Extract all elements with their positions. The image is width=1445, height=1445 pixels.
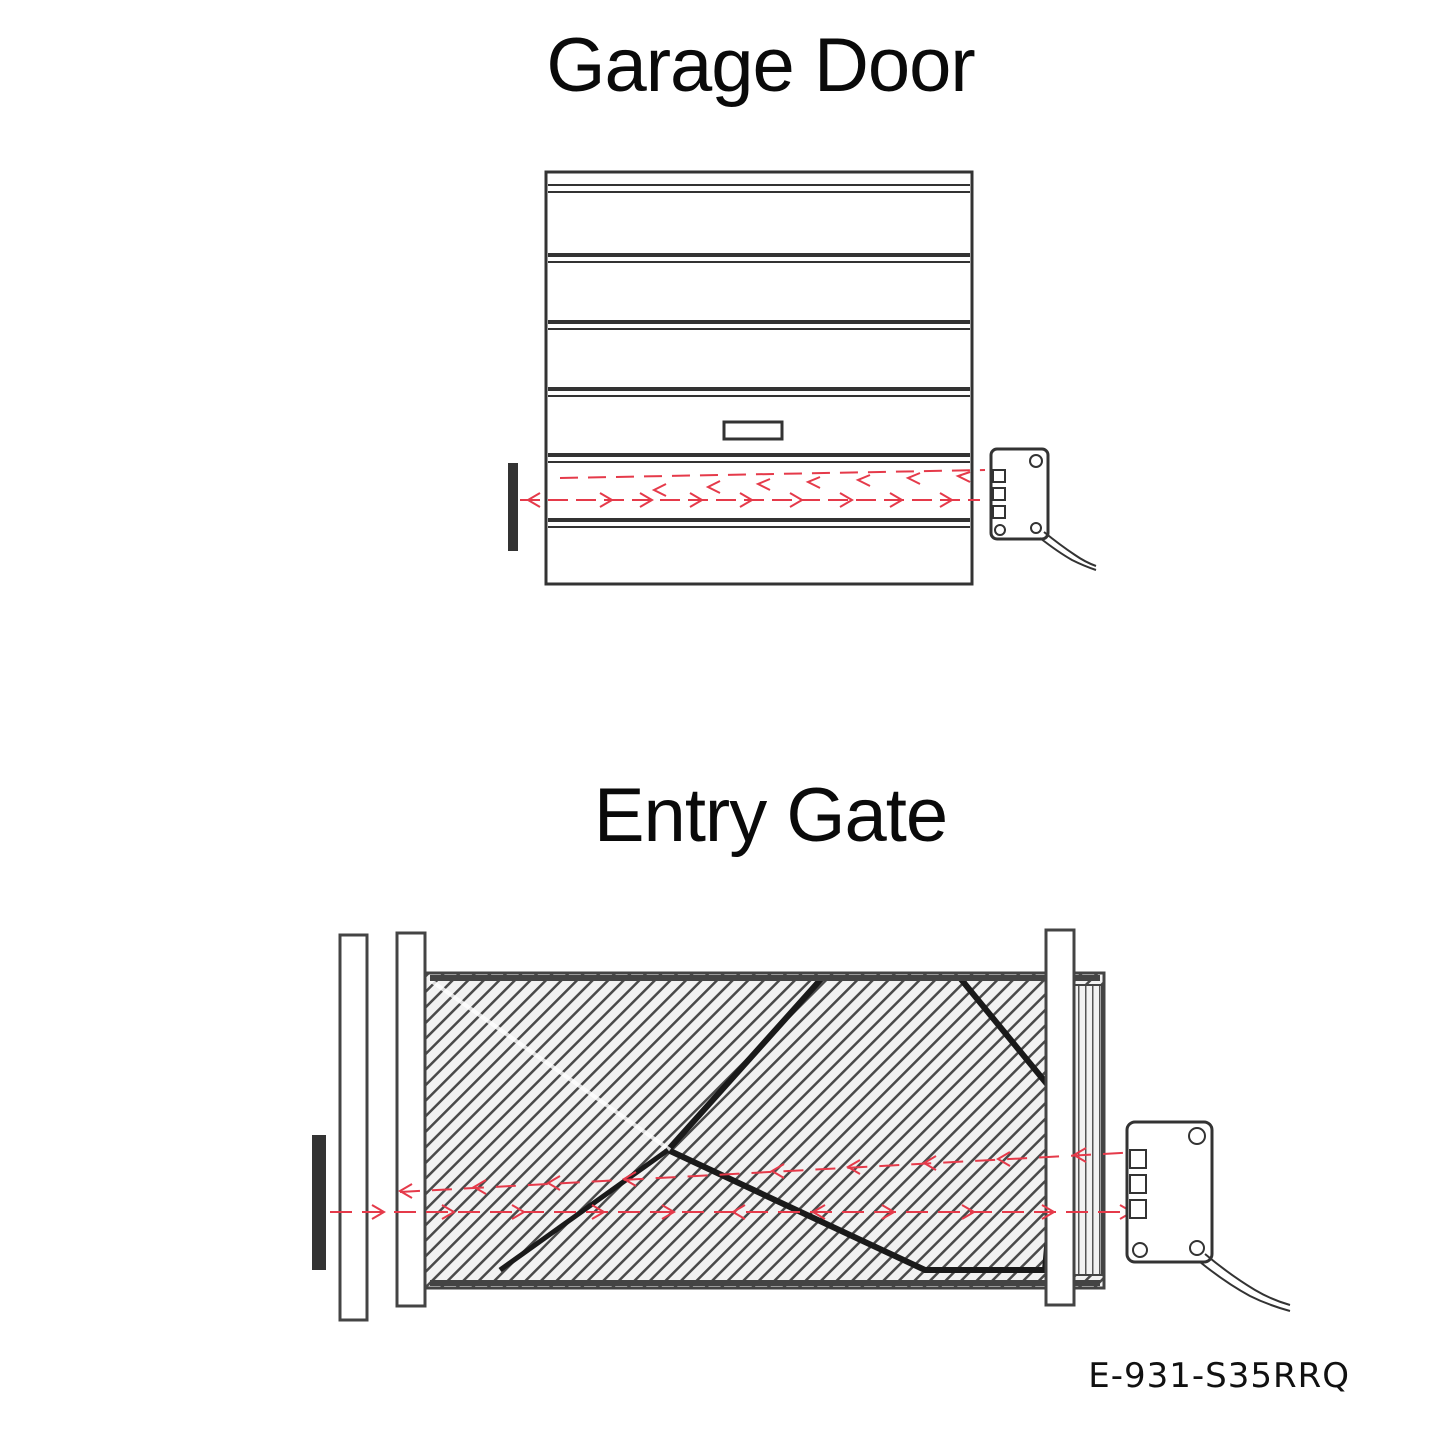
photo-sensor (1125, 1120, 1291, 1312)
entry-gate-title: Entry Gate (593, 773, 948, 858)
gate-posts (338, 928, 1076, 1322)
garage-door (544, 170, 974, 586)
gate-panel (422, 971, 1106, 1290)
door-handle (722, 420, 784, 441)
reflector (508, 463, 518, 551)
garage-door-title: Garage Door (546, 23, 975, 108)
photo-sensor (989, 447, 1097, 571)
light-beam (330, 1147, 1141, 1220)
light-beam (520, 469, 986, 508)
reflector (312, 1135, 326, 1270)
model-code: E-931-S35RRQ (1088, 1356, 1350, 1396)
garage-door-diagram (508, 170, 1097, 586)
